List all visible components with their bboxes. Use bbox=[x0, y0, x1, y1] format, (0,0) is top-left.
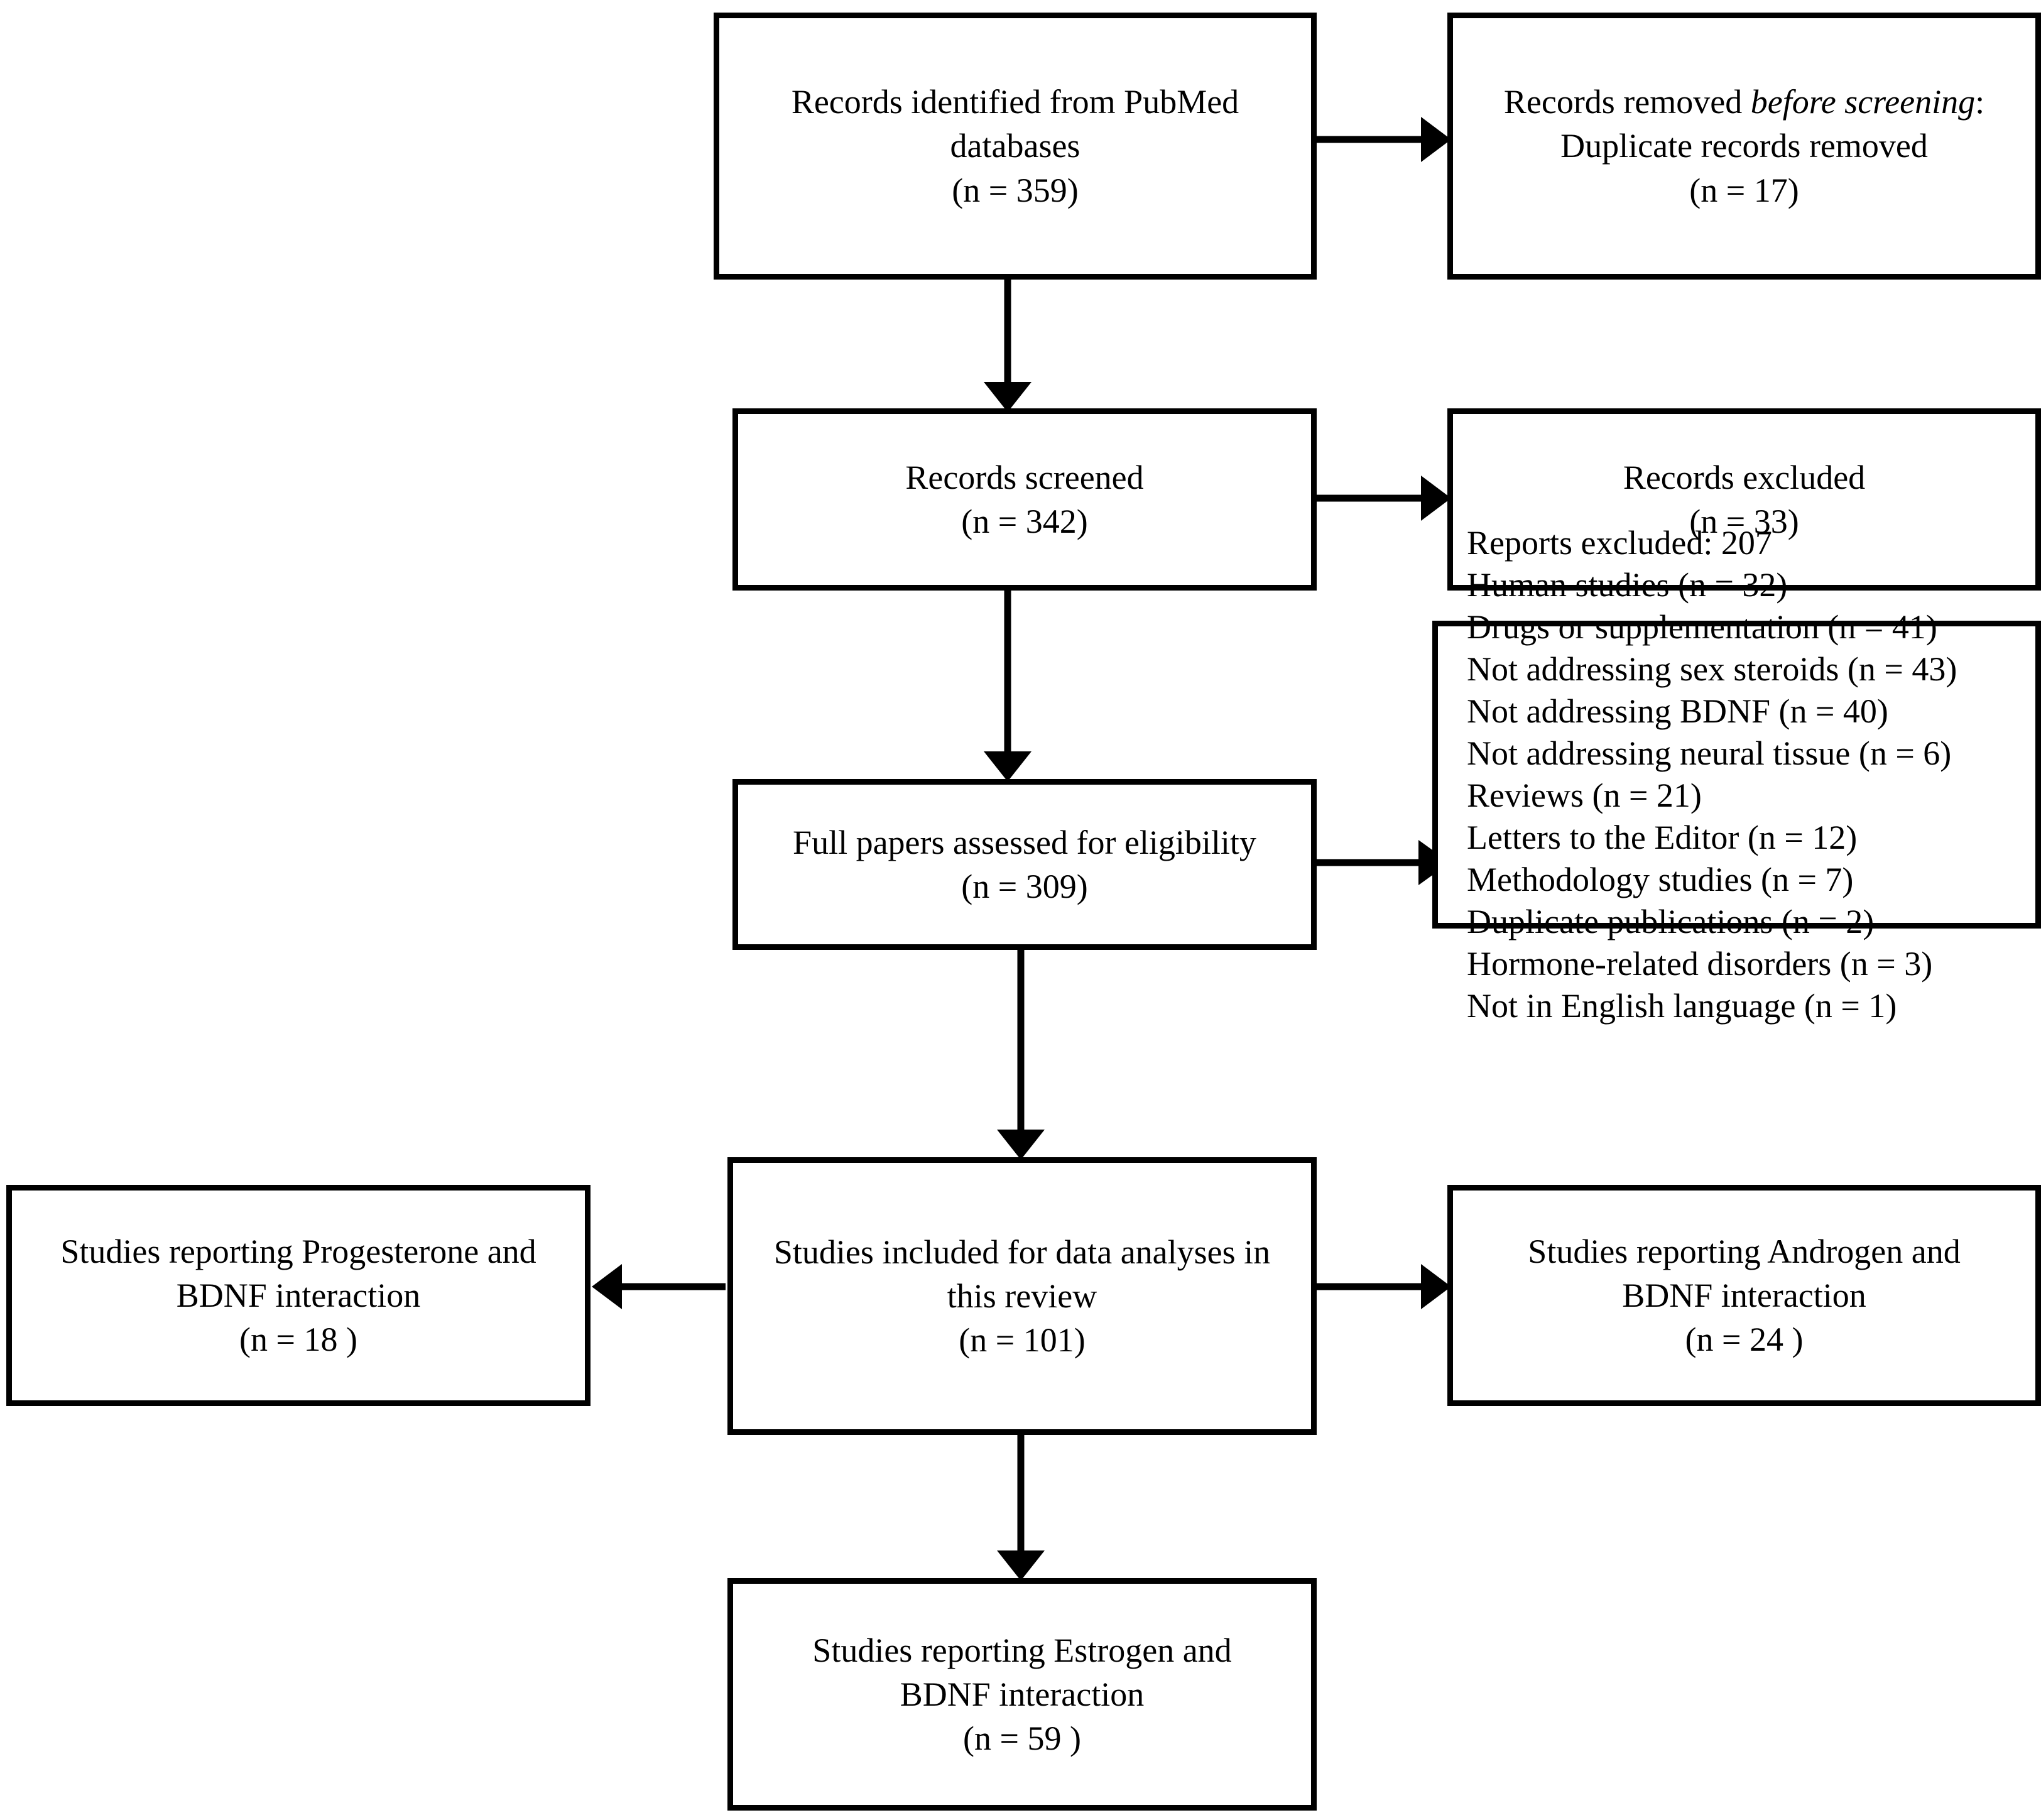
arrowhead-included-to-androgen bbox=[1421, 1264, 1451, 1309]
reports-excluded-reason: Hormone-related disorders (n = 3) bbox=[1467, 944, 1933, 983]
box-reports-excluded-text: Reports excluded: 207 Human studies (n =… bbox=[1438, 522, 1973, 1027]
reports-excluded-reason: Not addressing neural tissue (n = 6) bbox=[1467, 734, 1952, 773]
arrowhead-identification-to-screened bbox=[984, 382, 1031, 412]
box-records-screened: Records screened (n = 342) bbox=[732, 408, 1317, 591]
box-records-excluded-text: Records excluded (n = 33) bbox=[1623, 458, 1866, 540]
box-records-excluded: Records excluded (n = 33) bbox=[1447, 408, 2041, 591]
reports-excluded-reason: Methodology studies (n = 7) bbox=[1467, 860, 1854, 898]
box-records-screened-text: Records screened (n = 342) bbox=[905, 458, 1144, 540]
box-studies-included: Studies included for data analyses in th… bbox=[727, 1157, 1317, 1435]
removed-line3: (n = 17) bbox=[1689, 171, 1799, 209]
arrowhead-screened-to-excluded bbox=[1421, 476, 1451, 521]
reports-excluded-reason: Not addressing BDNF (n = 40) bbox=[1467, 692, 1888, 731]
reports-excluded-reason: Human studies (n = 32) bbox=[1467, 566, 1788, 604]
box-studies-included-text: Studies included for data analyses in th… bbox=[773, 1233, 1271, 1360]
removed-suffix: : bbox=[1975, 83, 1985, 121]
box-androgen-studies: Studies reporting Androgen and BDNF inte… bbox=[1447, 1185, 2041, 1406]
reports-excluded-reason: Reviews (n = 21) bbox=[1467, 776, 1702, 814]
box-reports-excluded: Reports excluded: 207 Human studies (n =… bbox=[1432, 524, 2041, 1025]
arrowhead-identification-to-removed bbox=[1421, 117, 1451, 162]
box-records-removed-text: Records removed before screening: Duplica… bbox=[1488, 80, 2001, 212]
reports-excluded-header: Reports excluded: 207 bbox=[1467, 524, 1772, 562]
reports-excluded-reason: Not addressing sex steroids (n = 43) bbox=[1467, 650, 1957, 689]
box-records-identified: Records identified from PubMed databases… bbox=[714, 13, 1317, 280]
box-progesterone-studies-text: Studies reporting Progesterone and BDNF … bbox=[60, 1232, 536, 1359]
removed-italic-phrase: before screening bbox=[1750, 83, 1976, 121]
box-androgen-studies-text: Studies reporting Androgen and BDNF inte… bbox=[1528, 1232, 1961, 1359]
reports-excluded-reason: Drugs or supplementation (n = 41) bbox=[1467, 608, 1937, 646]
removed-line2: Duplicate records removed bbox=[1560, 127, 1928, 165]
reports-excluded-reason: Not in English language (n = 1) bbox=[1467, 986, 1897, 1025]
box-progesterone-studies: Studies reporting Progesterone and BDNF … bbox=[6, 1185, 591, 1406]
box-full-papers-assessed-text: Full papers assessed for eligibility (n … bbox=[793, 823, 1256, 905]
arrowhead-fullpapers-to-included bbox=[997, 1130, 1045, 1160]
box-full-papers-assessed: Full papers assessed for eligibility (n … bbox=[732, 779, 1317, 950]
arrowhead-included-to-estrogen bbox=[997, 1550, 1045, 1581]
removed-prefix: Records removed bbox=[1503, 83, 1751, 121]
arrowhead-included-to-progesterone bbox=[592, 1264, 622, 1309]
reports-excluded-reason: Duplicate publications (n = 2) bbox=[1467, 902, 1875, 940]
reports-excluded-reason: Letters to the Editor (n = 12) bbox=[1467, 818, 1858, 856]
box-estrogen-studies: Studies reporting Estrogen and BDNF inte… bbox=[727, 1578, 1317, 1811]
box-records-identified-text: Records identified from PubMed databases… bbox=[791, 83, 1239, 209]
box-records-removed-before-screening: Records removed before screening: Duplica… bbox=[1447, 13, 2041, 280]
arrowhead-screened-to-fullpapers bbox=[984, 751, 1031, 782]
box-estrogen-studies-text: Studies reporting Estrogen and BDNF inte… bbox=[812, 1631, 1232, 1758]
